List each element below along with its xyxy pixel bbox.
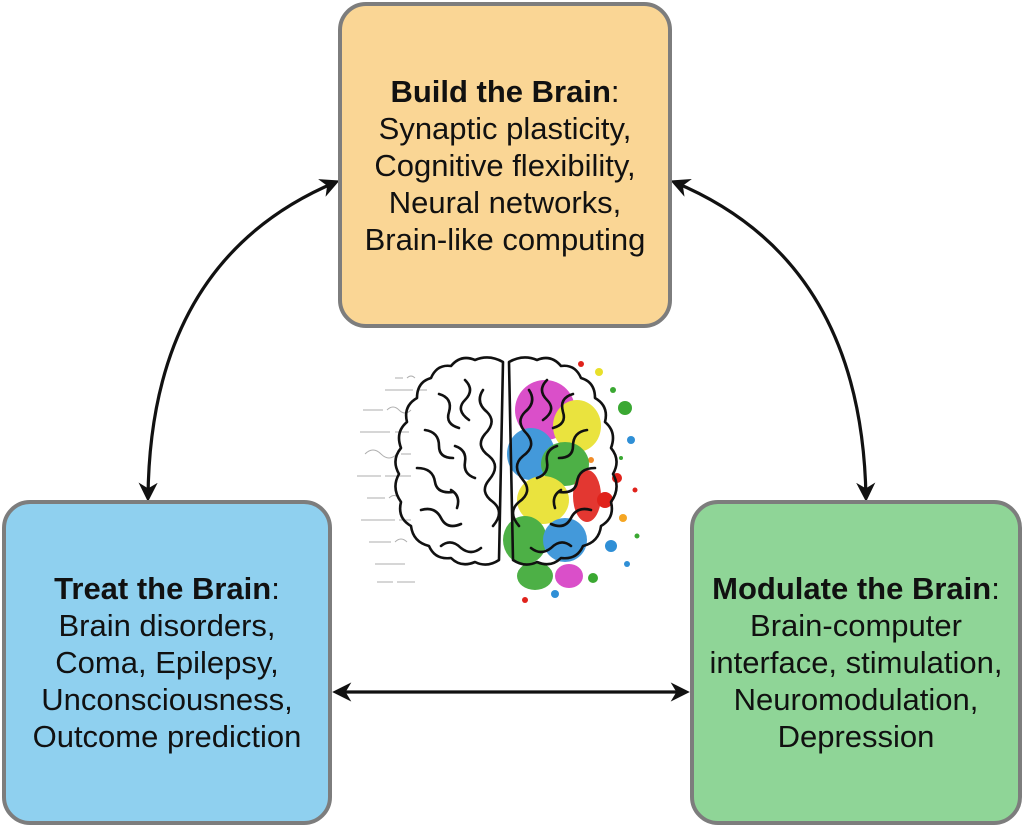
treat-the-brain-box: Treat the Brain: Brain disorders, Coma, …	[2, 500, 332, 825]
modulate-line-3: Neuromodulation,	[733, 682, 979, 717]
build-line-1: Synaptic plasticity,	[378, 110, 632, 146]
build-line-2: Cognitive flexibility,	[374, 147, 636, 183]
treat-heading: Treat the Brain:	[54, 571, 280, 606]
modulate-line-1: Brain-computer	[750, 608, 962, 643]
build-line-3: Neural networks,	[388, 184, 622, 220]
treat-line-3: Unconsciousness,	[41, 682, 293, 717]
build-the-brain-box: Build the Brain: Synaptic plasticity, Co…	[338, 2, 672, 328]
treat-line-4: Outcome prediction	[32, 719, 302, 754]
arrow-build-treat	[138, 179, 340, 502]
arrow-build-modulate	[670, 179, 876, 502]
modulate-the-brain-box: Modulate the Brain: Brain-computer inter…	[690, 500, 1022, 825]
treat-line-2: Coma, Epilepsy,	[55, 645, 279, 680]
brain-illustration-icon	[357, 356, 640, 603]
build-line-4: Brain-like computing	[364, 221, 646, 257]
treat-line-1: Brain disorders,	[58, 608, 276, 643]
build-heading: Build the Brain:	[390, 73, 620, 109]
modulate-line-2: interface, stimulation,	[709, 645, 1003, 680]
modulate-heading: Modulate the Brain:	[712, 571, 1000, 606]
modulate-line-4: Depression	[777, 719, 935, 754]
